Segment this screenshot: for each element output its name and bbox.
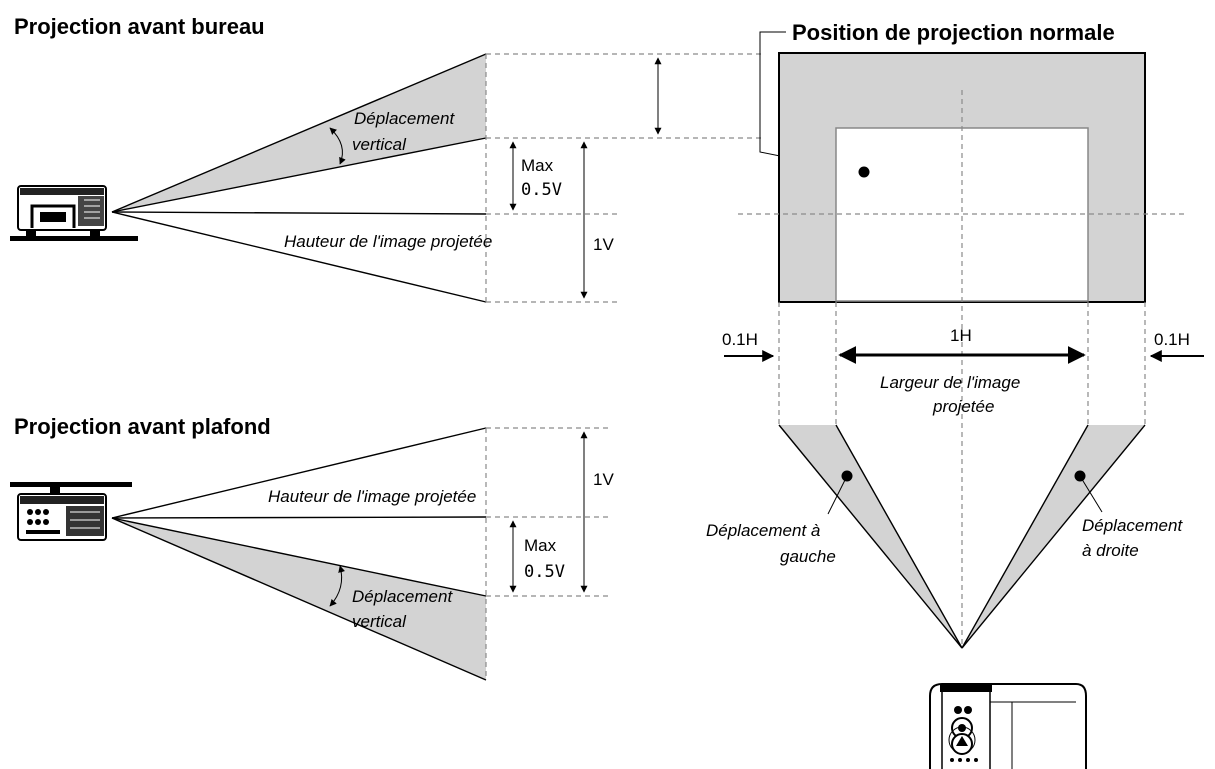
image-width-label-1: Largeur de l'image: [880, 373, 1020, 392]
desk-projector-icon: [17, 185, 107, 236]
desk-projection-section: Projection avant bureau Déplacement vert…: [10, 14, 762, 303]
desk-shift-label-1: Déplacement: [354, 109, 455, 128]
desk-max-label: Max: [521, 156, 554, 175]
desk-max-value: 0.5V: [521, 180, 562, 200]
desk-image-height-label: Hauteur de l'image projetée: [284, 232, 492, 251]
left-shift-leader: [827, 475, 848, 515]
left-shift-label-2: gauche: [780, 547, 836, 566]
normal-position-section: Position de projection normale 1H 0.1H 0…: [706, 20, 1204, 769]
left-shift-label-1: Déplacement à: [706, 521, 820, 540]
normal-position-title: Position de projection normale: [792, 20, 1115, 45]
ceiling-max-value: 0.5V: [524, 562, 565, 582]
top-projector-icon: [929, 683, 1087, 769]
right-shift-label-1: Déplacement: [1082, 516, 1183, 535]
ceiling-shift-label-1: Déplacement: [352, 587, 453, 606]
right-shift-leader: [1079, 475, 1103, 513]
normal-position-dot: [858, 166, 870, 178]
ceiling-projector-icon: [17, 487, 107, 541]
beam-left-outer: [778, 424, 963, 649]
desk-surface: [10, 236, 138, 241]
beam-left-inner: [835, 424, 963, 649]
ceiling-shift-angle-arrow: [329, 565, 346, 607]
desk-shift-label-2: vertical: [352, 135, 407, 154]
desk-projection-title: Projection avant bureau: [14, 14, 265, 39]
width-unit: 1H: [950, 326, 972, 345]
ceiling-beam-lower: [111, 517, 487, 597]
ceiling-image-height-label: Hauteur de l'image projetée: [268, 487, 476, 506]
right-margin-label: 0.1H: [1154, 330, 1190, 349]
ceiling-max-label: Max: [524, 536, 557, 555]
left-margin-label: 0.1H: [722, 330, 758, 349]
desk-beam-upper: [111, 137, 487, 213]
ceiling-beam-upper: [111, 427, 487, 519]
ceiling-projection-title: Projection avant plafond: [14, 414, 271, 439]
beam-right-outer: [961, 424, 1146, 649]
ceiling-height-unit: 1V: [593, 470, 614, 489]
ceiling-beam-center: [111, 516, 487, 519]
desk-beam-center: [111, 211, 487, 215]
desk-beam-lower: [111, 211, 487, 303]
desk-height-unit: 1V: [593, 235, 614, 254]
ceiling-surface: [10, 482, 132, 487]
right-shift-label-2: à droite: [1082, 541, 1139, 560]
ceiling-beam-lower-shifted: [111, 517, 487, 681]
ceiling-shift-label-2: vertical: [352, 612, 407, 631]
beam-right-inner: [961, 424, 1089, 649]
desk-beam-upper-shifted: [111, 53, 487, 213]
ceiling-projection-section: Projection avant plafond 1V Hauteur de l…: [10, 414, 614, 681]
desk-shift-angle-arrow: [329, 127, 346, 165]
image-width-label-2: projetée: [932, 397, 994, 416]
